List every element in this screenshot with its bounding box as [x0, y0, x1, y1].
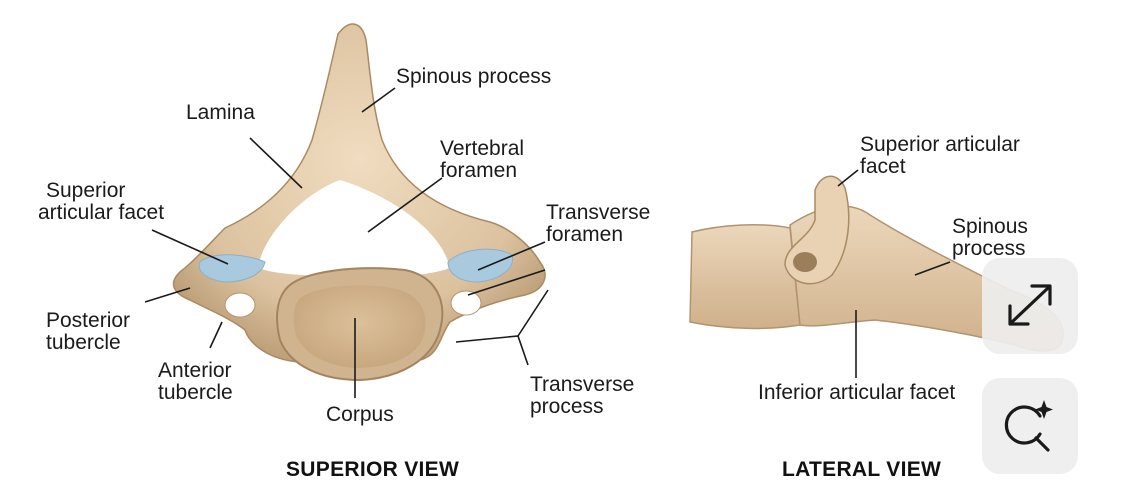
- label-spinous-process-lateral-line1: Spinous: [952, 216, 1028, 238]
- lateral-foramen-shadow: [793, 252, 817, 272]
- search-sparkle-icon: [982, 378, 1078, 474]
- label-superior-articular-facet-lateral-line2: facet: [860, 156, 906, 178]
- caption-superior-view: SUPERIOR VIEW: [286, 458, 459, 482]
- transverse-foramen-left: [225, 293, 255, 317]
- label-vertebral-foramen-line2: foramen: [440, 160, 517, 182]
- label-transverse-process-line1: Transverse: [530, 374, 634, 396]
- caption-lateral-view: LATERAL VIEW: [782, 458, 941, 482]
- transverse-foramen-right: [451, 291, 481, 315]
- label-superior-articular-facet-line1: Superior: [46, 180, 125, 202]
- label-transverse-foramen-line2: foramen: [546, 224, 623, 246]
- label-lamina: Lamina: [186, 102, 255, 124]
- label-transverse-process-line2: process: [530, 396, 604, 418]
- label-inferior-articular-facet: Inferior articular facet: [758, 382, 955, 404]
- label-anterior-tubercle-line1: Anterior: [158, 360, 232, 382]
- label-anterior-tubercle-line2: tubercle: [158, 382, 233, 404]
- label-vertebral-foramen-line1: Vertebral: [440, 138, 524, 160]
- label-posterior-tubercle-line1: Posterior: [46, 310, 130, 332]
- label-transverse-foramen-line1: Transverse: [546, 202, 650, 224]
- label-superior-articular-facet-line2: articular facet: [38, 202, 164, 224]
- label-spinous-process-lateral-line2: process: [952, 238, 1026, 260]
- visual-search-button[interactable]: [982, 378, 1078, 474]
- expand-button[interactable]: [982, 258, 1078, 354]
- label-superior-articular-facet-lateral-line1: Superior articular: [860, 134, 1020, 156]
- label-spinous-process-superior: Spinous process: [396, 66, 551, 88]
- lateral-body: [690, 225, 800, 329]
- expand-arrows-icon: [982, 258, 1078, 354]
- label-corpus: Corpus: [326, 404, 394, 426]
- label-posterior-tubercle-line2: tubercle: [46, 332, 121, 354]
